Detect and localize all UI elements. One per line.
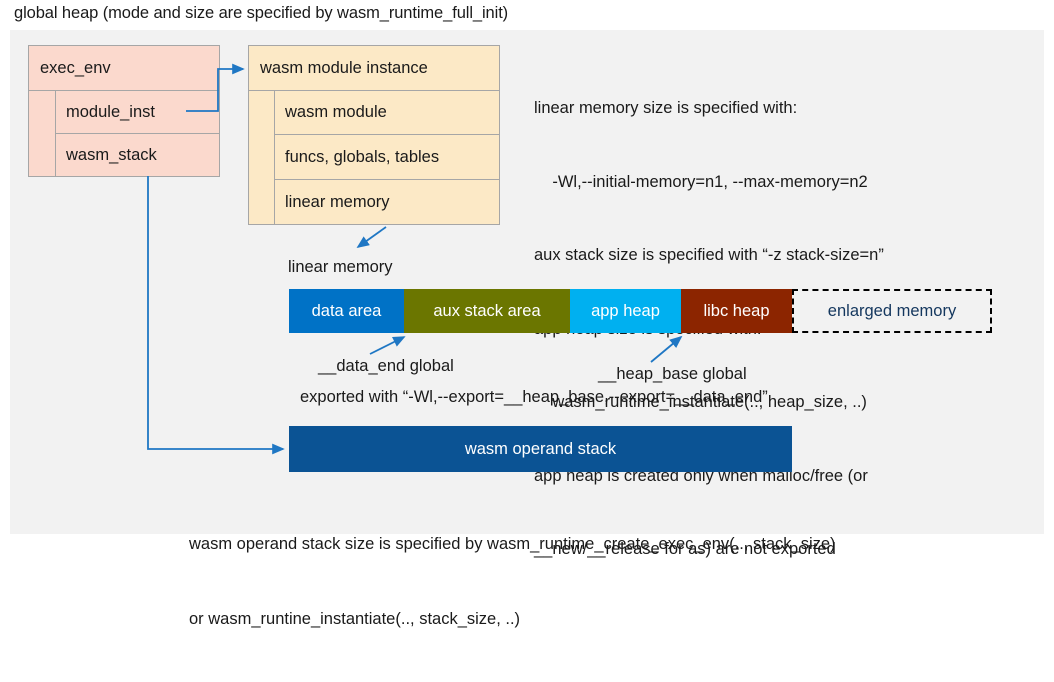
linear-memory-caption: linear memory — [288, 258, 393, 276]
exec-env-box[interactable]: exec_env module_inst wasm_stack — [28, 45, 220, 177]
memory-segment-aux-stack-area[interactable]: aux stack area — [404, 289, 570, 333]
module-instance-field-funcs-globals-tables[interactable]: funcs, globals, tables — [275, 135, 499, 180]
exec-env-title: exec_env — [29, 46, 219, 91]
module-instance-field-wasm-module[interactable]: wasm module — [275, 91, 499, 135]
module-instance-indent-column — [249, 91, 275, 224]
memory-segment-enlarged-memory[interactable]: enlarged memory — [792, 289, 992, 333]
config-note-line: linear memory size is specified with: — [534, 99, 798, 117]
wasm-module-instance-title: wasm module instance — [249, 46, 499, 91]
page-title: global heap (mode and size are specified… — [14, 4, 509, 22]
config-note-line: aux stack size is specified with “-z sta… — [534, 246, 884, 264]
exec-env-field-module-inst[interactable]: module_inst — [56, 91, 219, 134]
wasm-module-instance-box[interactable]: wasm module instance wasm module funcs, … — [248, 45, 500, 225]
module-instance-field-linear-memory[interactable]: linear memory — [285, 192, 390, 211]
config-notes-block: linear memory size is specified with: -W… — [534, 47, 1044, 611]
export-flags-note: exported with “-Wl,--export=__heap_base,… — [300, 388, 768, 406]
memory-segment-data-area[interactable]: data area — [289, 289, 404, 333]
config-note-line: wasm_runtime_instantiate(.., heap_size, … — [534, 393, 867, 411]
operand-stack-note-line: wasm operand stack size is specified by … — [189, 535, 836, 553]
data-end-global-label: __data_end global — [318, 357, 454, 375]
exec-env-indent-column — [29, 91, 56, 176]
linear-memory-bar: data area aux stack area app heap libc h… — [289, 289, 992, 333]
operand-stack-note-line: or wasm_runtine_instantiate(.., stack_si… — [189, 610, 521, 628]
heap-base-global-label: __heap_base global — [598, 365, 747, 383]
diagram-root: global heap (mode and size are specified… — [10, 4, 1044, 628]
operand-stack-notes-block: wasm operand stack size is specified by … — [189, 482, 836, 682]
exec-env-field-wasm-stack[interactable]: wasm_stack — [66, 145, 157, 164]
memory-segment-libc-heap[interactable]: libc heap — [681, 289, 792, 333]
memory-segment-app-heap[interactable]: app heap — [570, 289, 681, 333]
config-note-line: -Wl,--initial-memory=n1, --max-memory=n2 — [534, 172, 868, 191]
wasm-operand-stack-bar[interactable]: wasm operand stack — [289, 426, 792, 472]
